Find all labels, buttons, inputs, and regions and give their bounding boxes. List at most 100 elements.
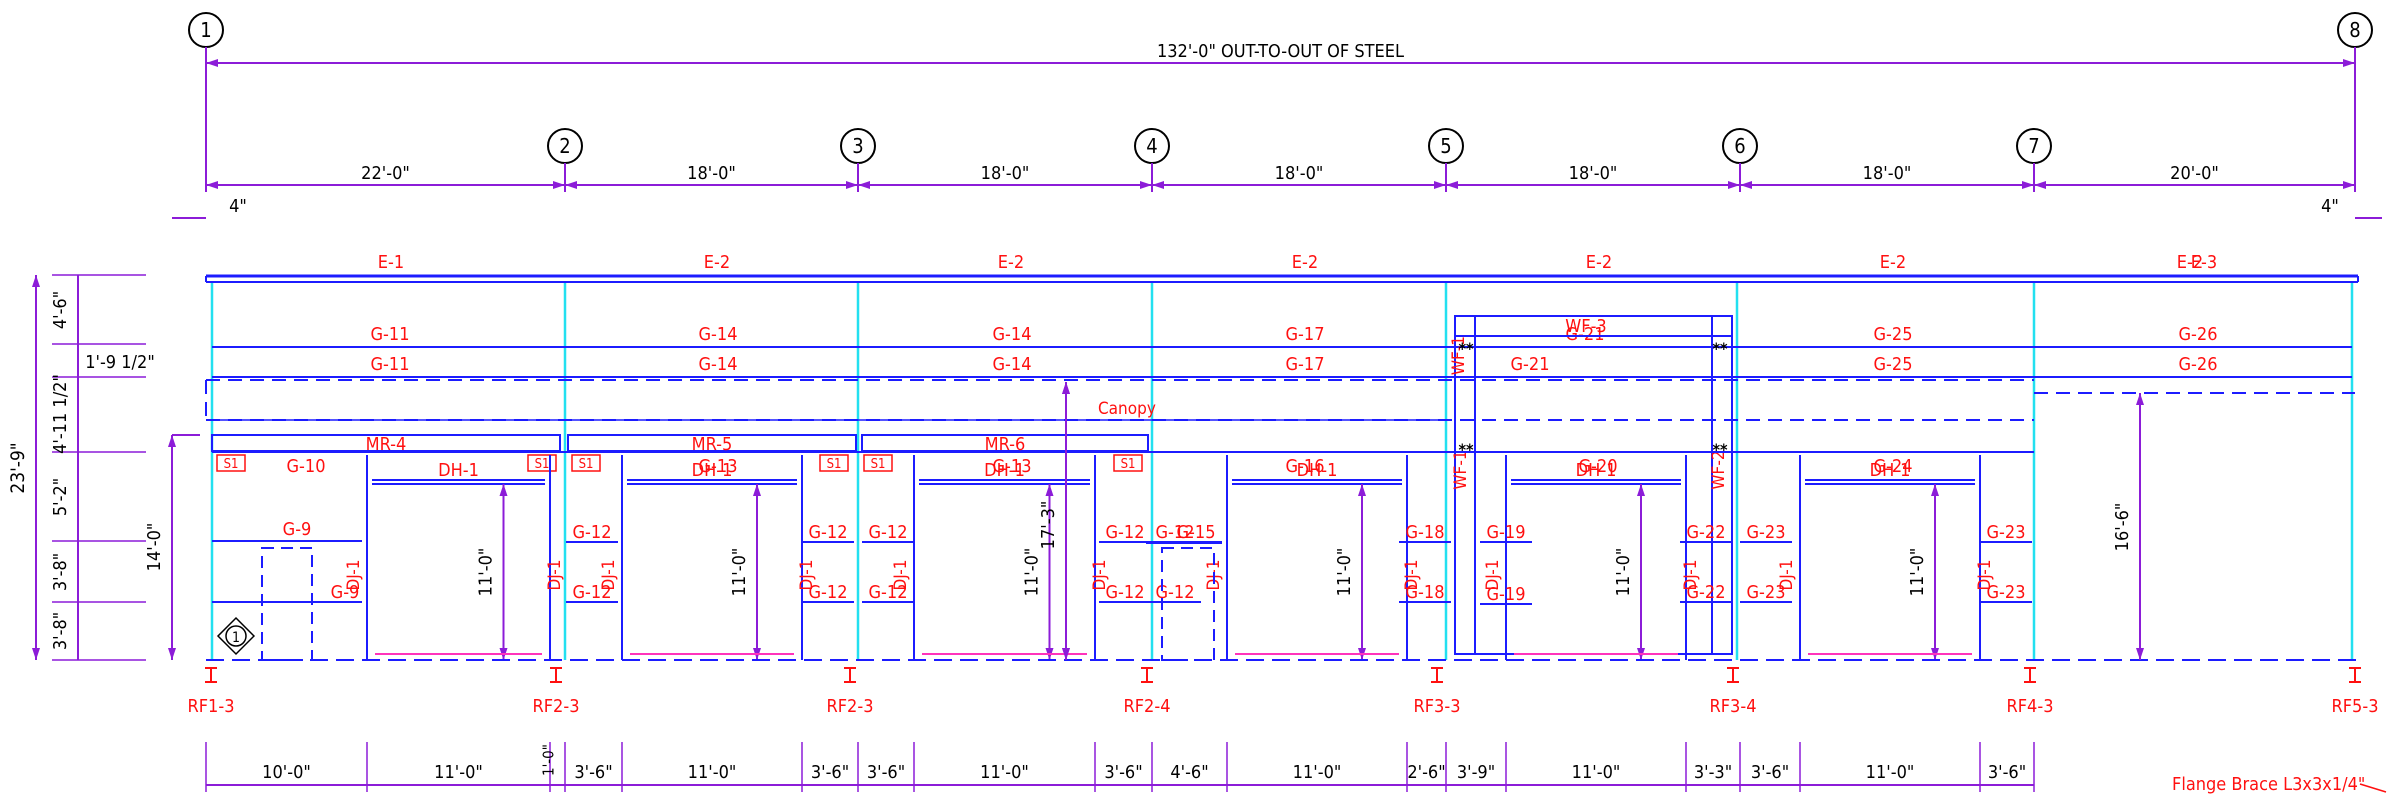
arrow-head (1637, 484, 1645, 496)
jamb-girt-label: G-12 (573, 522, 612, 543)
girt-label: G-16 (1286, 456, 1325, 477)
rafter-label: RF1-3 (187, 696, 234, 717)
s1-tag-text: S1 (579, 457, 594, 472)
door-header-label: DH-1 (692, 460, 733, 481)
wf-label: WF-1 (1449, 336, 1469, 375)
dimension-text: 132'-0" OUT-TO-OUT OF STEEL (1157, 41, 1404, 62)
girt-label: G-26 (2179, 324, 2218, 345)
arrow-head (32, 648, 40, 660)
arrow-head (846, 181, 858, 189)
dimension-text: 4'-11 1/2" (50, 374, 71, 454)
girt-label: G-10 (287, 456, 326, 477)
dimension-text: 3'-8" (50, 612, 71, 650)
dimension-text: 3'-6" (574, 762, 612, 783)
girt-label: G-17 (1286, 324, 1325, 345)
dimension-text: 18'-0" (687, 163, 736, 184)
s1-tag (216, 454, 246, 472)
dimension-text: 1'-9 1/2" (85, 352, 155, 373)
dimension-text: 18'-0" (1863, 163, 1912, 184)
s1-tag (527, 454, 557, 472)
grid-bubble-label: 1 (200, 18, 211, 42)
jamb-girt-label: G-12 (573, 582, 612, 603)
dimension-text: 11'-0" (729, 548, 750, 597)
s1-tag-text: S1 (871, 457, 886, 472)
dimension-text: 11'-0" (1866, 762, 1915, 783)
rafter-label: RF3-4 (1709, 696, 1756, 717)
grid-bubble-label: 7 (2028, 134, 2039, 158)
girt-label: G-11 (371, 324, 410, 345)
jamb-girt-label: G-23 (1987, 522, 2026, 543)
eave-strut-label: E-2 (704, 252, 730, 273)
girt-label: G-20 (1579, 456, 1618, 477)
door-header-label: DH-1 (984, 460, 1025, 481)
keynote-number: 1 (232, 630, 240, 646)
opening-outline (1161, 547, 1215, 661)
wf3-label: WF-3 (1565, 316, 1606, 337)
girt-label: G-25 (1874, 324, 1913, 345)
door-jamb-label: DJ-1 (891, 560, 911, 591)
eave-strut-label: E-2 (1880, 252, 1906, 273)
keynote-diamond (216, 616, 256, 656)
wf-label: WF-1 (1451, 450, 1471, 489)
dimension-text: 3'-6" (811, 762, 849, 783)
dimension-text: 11'-0" (1572, 762, 1621, 783)
door-jamb-label: DJ-1 (1681, 560, 1701, 591)
door-jamb-label: DJ-1 (1483, 560, 1503, 591)
offset-text: 4" (229, 196, 247, 217)
s1-tag-text: S1 (827, 457, 842, 472)
jamb-girt-label: G-23 (1987, 582, 2026, 603)
dimension-text: 3'-6" (1751, 762, 1789, 783)
girt-label: G-21 (1511, 354, 1550, 375)
arrow-head (1140, 181, 1152, 189)
arrow-head (1434, 181, 1446, 189)
jamb-girt-label: G-23 (1747, 582, 1786, 603)
eave-strut-label: E-2 (2177, 252, 2203, 273)
girt-label: G-25 (1874, 354, 1913, 375)
arrow-head (2343, 59, 2355, 67)
s1-tag-text: S1 (535, 457, 550, 472)
rafter-label: RF3-3 (1413, 696, 1460, 717)
girt-label: G-13 (993, 456, 1032, 477)
arrow-head (2136, 393, 2144, 405)
wf-column (1711, 315, 1733, 655)
dimension-text: 20'-0" (2170, 163, 2219, 184)
arrow-head (1740, 181, 1752, 189)
flange-brace-note: Flange Brace L3x3x1/4" (2172, 774, 2365, 795)
jamb-girt-label: G-18 (1406, 582, 1445, 603)
s1-tag (863, 454, 893, 472)
dimension-text: 11'-0" (1334, 548, 1355, 597)
jamb-girt-label: G-19 (1487, 522, 1526, 543)
arrow-head (753, 484, 761, 496)
door-jamb-label: DJ-1 (797, 560, 817, 591)
dimension-text: 3'-6" (1104, 762, 1142, 783)
arrow-head (206, 59, 218, 67)
dimension-text: 3'-9" (1457, 762, 1495, 783)
girt-label: G-14 (993, 324, 1032, 345)
dimension-text: 5'-2" (50, 478, 71, 516)
girt-label: G-13 (699, 456, 738, 477)
eave-strut-label: E-3 (2191, 252, 2217, 273)
door-jamb-label: DJ-1 (1777, 560, 1797, 591)
arrow-head (2034, 181, 2046, 189)
jamb-girt-label: G-23 (1747, 522, 1786, 543)
rafter-label: RF2-3 (826, 696, 873, 717)
dimension-text: 11'-0" (434, 762, 483, 783)
keynote-circle (225, 625, 247, 647)
door-jamb-label: DJ-1 (545, 560, 565, 591)
rafter-label: RF2-3 (532, 696, 579, 717)
girt-label: G-17 (1286, 354, 1325, 375)
offset-text: 4" (2321, 196, 2339, 217)
dimension-text: 11'-0" (1907, 548, 1928, 597)
s1-tag (819, 454, 849, 472)
arrow-head (1062, 648, 1070, 660)
door-jamb-label: DJ-1 (599, 560, 619, 591)
jamb-girt-label: G-12 (869, 582, 908, 603)
dimension-text: 23'-9" (7, 442, 29, 493)
eave-strut-label: E-2 (1586, 252, 1612, 273)
dimension-text: 11'-0" (1022, 548, 1043, 597)
dimension-text: 14'-0" (144, 523, 165, 572)
dimension-text: 3'-8" (50, 553, 71, 591)
dimension-text: 22'-0" (361, 163, 410, 184)
jamb-girt-label: G-19 (1487, 584, 1526, 605)
door-header-label: DH-1 (438, 460, 479, 481)
